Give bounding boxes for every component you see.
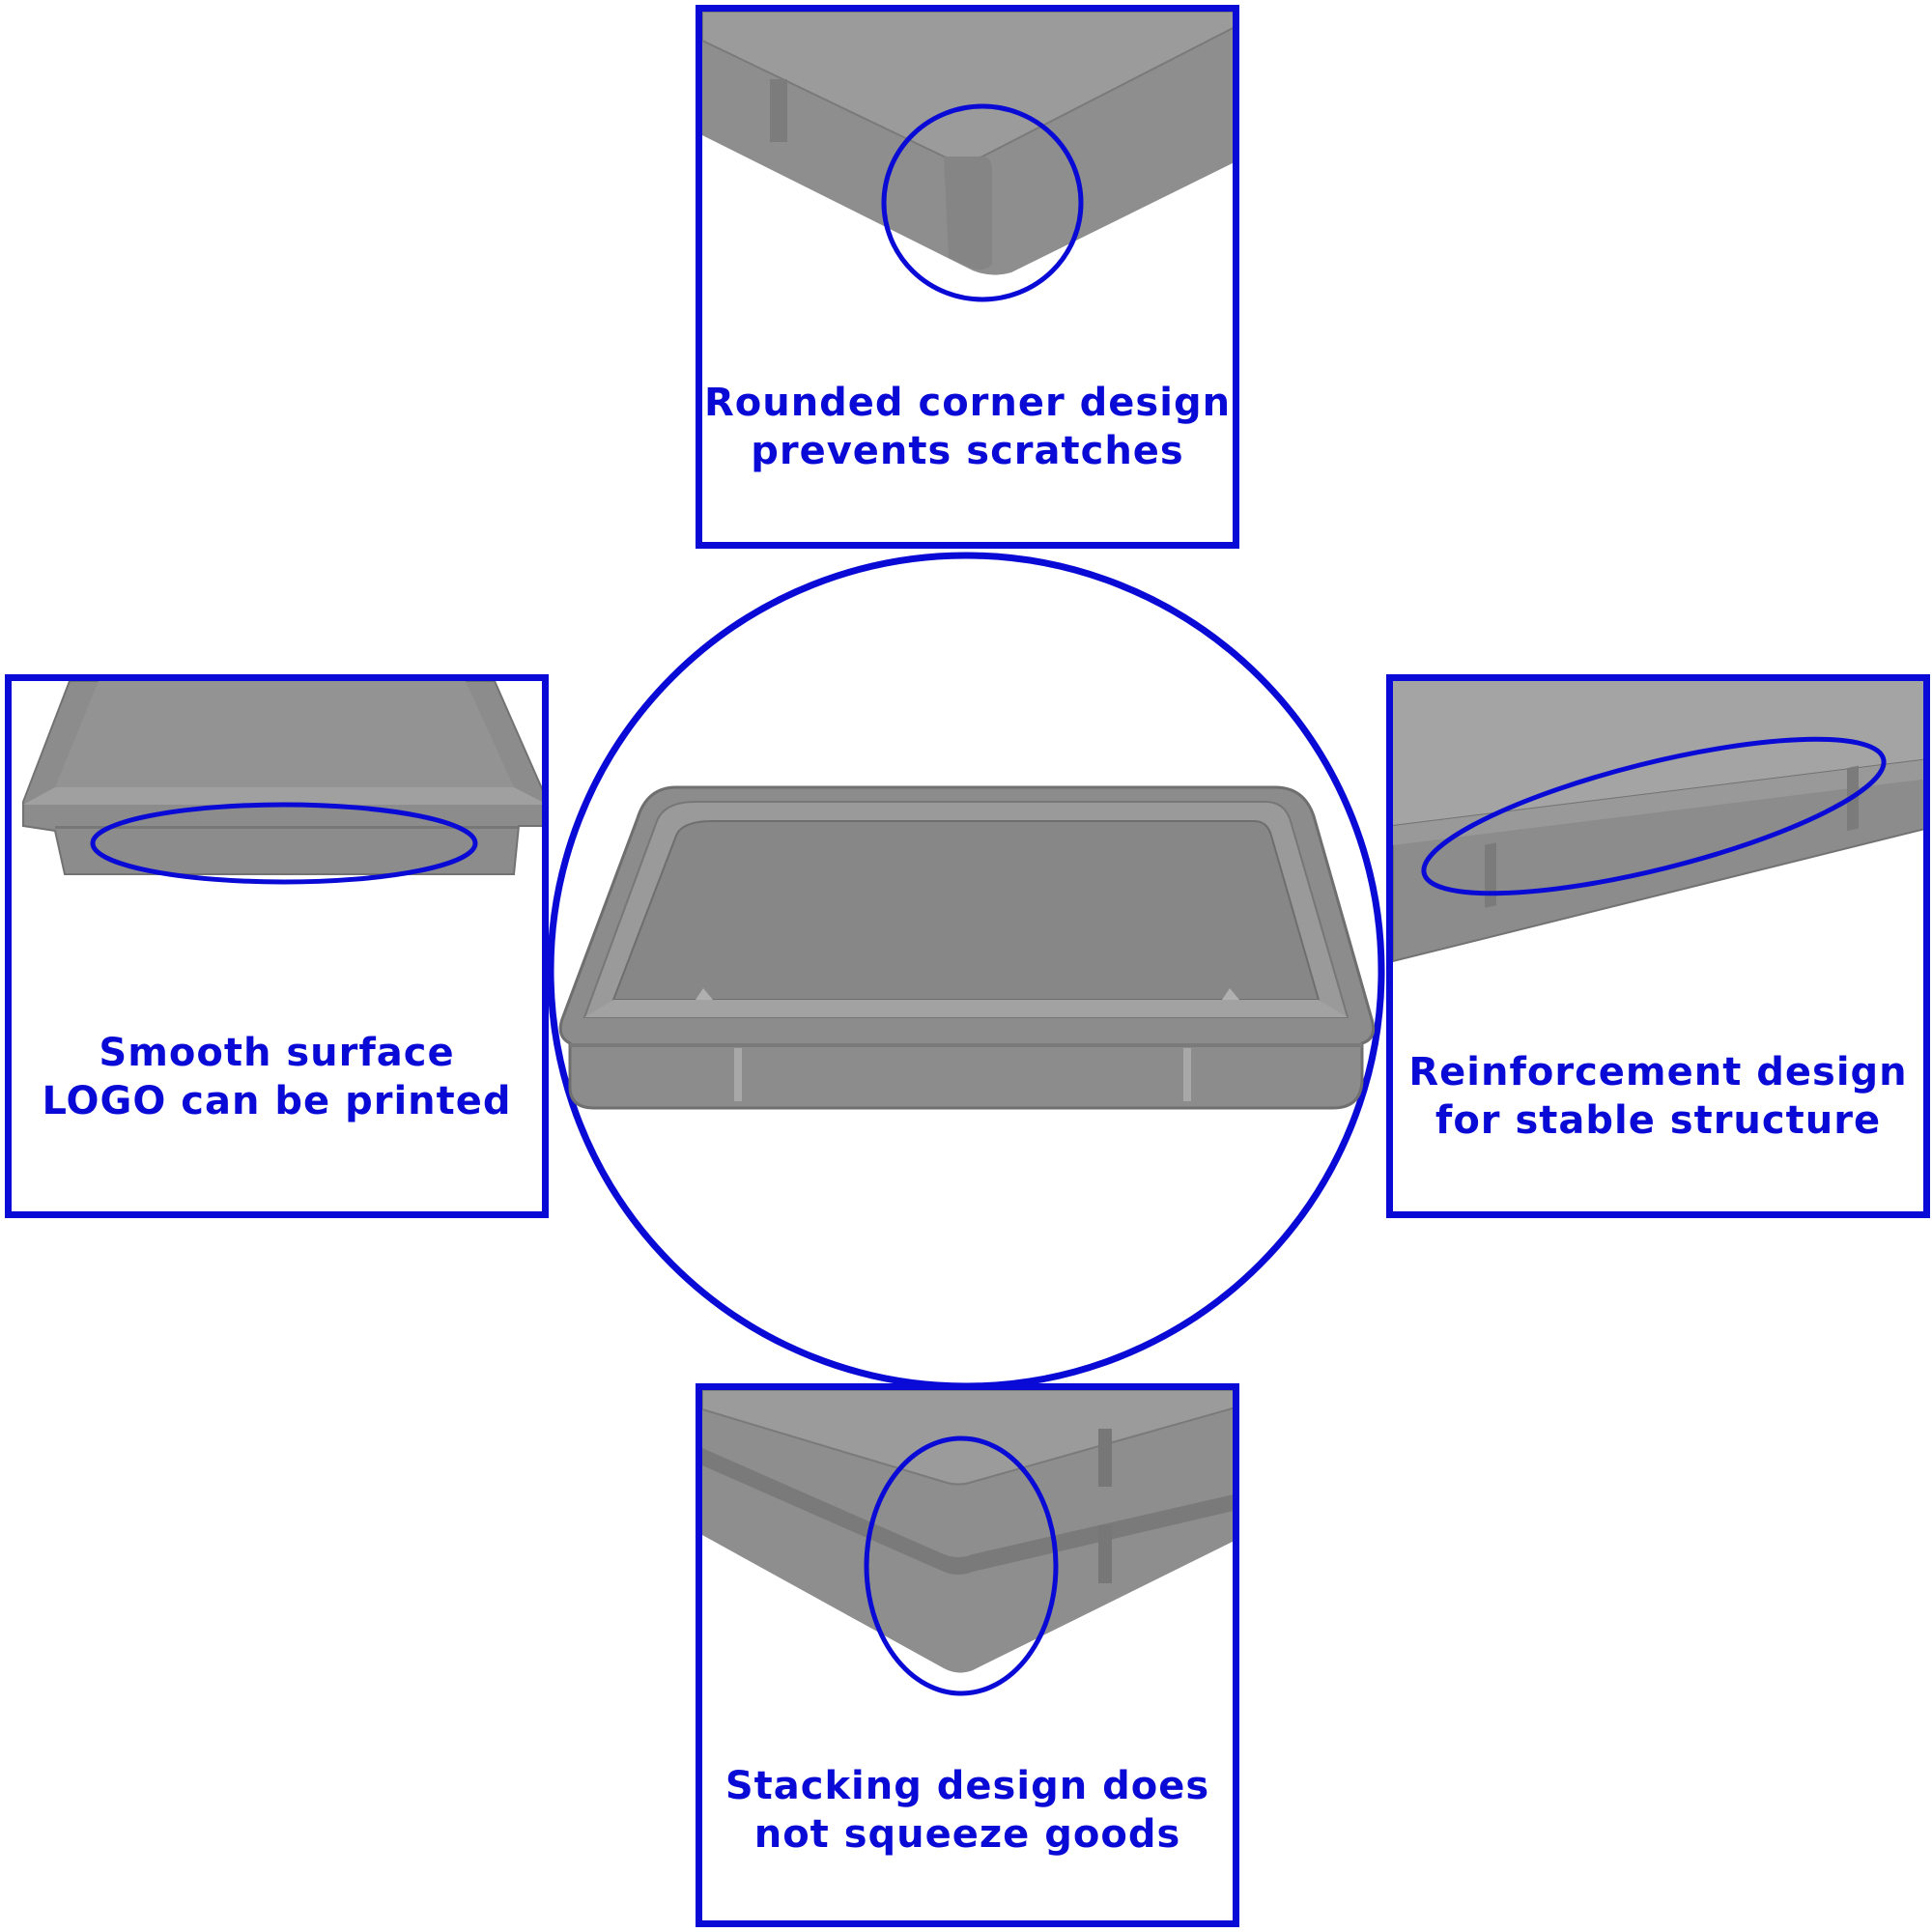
highlight-ellipse-surface (90, 802, 478, 885)
reinforcement-closeup-image (1393, 681, 1923, 963)
tray-inner (611, 820, 1321, 1001)
stacking-closeup-image (702, 1390, 1233, 1696)
highlight-ellipse-rib (1421, 736, 1887, 896)
tray-overview-image (547, 552, 1385, 1390)
feature-panel-smooth-surface: Smooth surface LOGO can be printed (5, 674, 549, 1218)
highlight-circle-corner (881, 103, 1084, 302)
feature-title-line2: prevents scratches (751, 429, 1184, 473)
feature-title-line2: not squeeze goods (753, 1812, 1181, 1857)
smooth-surface-closeup-image (22, 681, 542, 885)
feature-title-line1: Stacking design does (724, 1764, 1210, 1808)
highlight-ellipse-stacking (864, 1435, 1059, 1696)
feature-title-line2: LOGO can be printed (42, 1079, 512, 1123)
feature-panel-reinforcement: Reinforcement design for stable structur… (1386, 674, 1930, 1218)
feature-title-line1: Reinforcement design (1408, 1050, 1908, 1094)
feature-panel-rounded-corner: Rounded corner design prevents scratches (696, 5, 1239, 549)
rounded-corner-closeup-image (702, 12, 1233, 302)
feature-title-line1: Smooth surface (99, 1031, 455, 1075)
feature-title-line1: Rounded corner design (703, 381, 1232, 425)
feature-title-line2: for stable structure (1435, 1098, 1882, 1143)
feature-panel-stacking: Stacking design does not squeeze goods (696, 1383, 1239, 1927)
